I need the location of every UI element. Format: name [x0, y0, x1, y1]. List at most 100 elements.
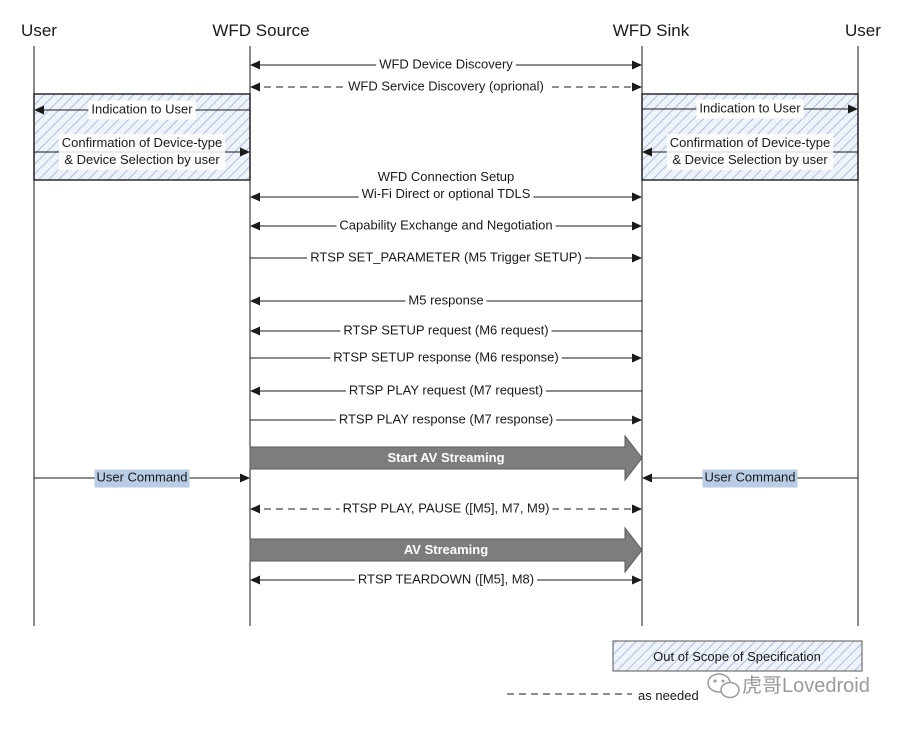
message-indication-right: Indication to User	[642, 99, 858, 119]
message-label-text: Capability Exchange and Negotiation	[339, 218, 552, 233]
label-mask	[307, 248, 585, 268]
arrowhead	[250, 504, 260, 514]
message-label-text: User Command	[704, 470, 795, 485]
message-label-text: WFD Device Discovery	[379, 57, 513, 72]
arrowhead	[632, 221, 642, 231]
watermark: 虎哥Lovedroid	[707, 673, 870, 699]
message-label-text: Indication to User	[91, 102, 193, 117]
participant-user-right: User	[845, 21, 881, 40]
message-label-setup-response: RTSP SETUP response (M6 response)	[330, 348, 562, 368]
message-label-confirm-left: Confirmation of Device-type& Device Sele…	[58, 134, 226, 170]
message-label-text: Wi-Fi Direct or optional TDLS	[362, 186, 531, 201]
arrowhead	[632, 82, 642, 92]
message-label-text: Confirmation of Device-type	[670, 135, 830, 150]
message-label-indication-right: Indication to User	[696, 99, 804, 119]
arrowhead	[632, 575, 642, 585]
label-mask	[330, 348, 562, 368]
message-device-discovery: WFD Device Discovery	[250, 55, 642, 75]
message-label-teardown: RTSP TEARDOWN ([M5], M8)	[354, 570, 538, 590]
arrowhead	[250, 296, 260, 306]
message-play-pause: RTSP PLAY, PAUSE ([M5], M7, M9)	[250, 499, 642, 519]
watermark-text: 虎哥Lovedroid	[742, 674, 870, 697]
legend: Out of Scope of Specification as needed	[507, 640, 863, 703]
label-mask	[358, 168, 534, 204]
label-mask	[335, 410, 557, 430]
label-mask	[696, 99, 804, 119]
arrowhead	[632, 504, 642, 514]
message-label-text: RTSP PLAY request (M7 request)	[349, 383, 543, 398]
message-label-play-request: RTSP PLAY request (M7 request)	[345, 381, 547, 401]
message-label-text: M5 response	[408, 293, 483, 308]
message-label-text: WFD Connection Setup	[378, 169, 515, 184]
message-label-capability-exchange: Capability Exchange and Negotiation	[336, 216, 556, 236]
label-mask	[354, 570, 538, 590]
message-indication-left: Indication to User	[34, 100, 250, 120]
arrowhead	[632, 253, 642, 263]
message-label-text: RTSP TEARDOWN ([M5], M8)	[358, 572, 534, 587]
band-start-av-streaming: Start AV Streaming	[249, 434, 643, 482]
message-label-text: RTSP PLAY, PAUSE ([M5], M7, M9)	[343, 501, 550, 516]
message-confirm-left: Confirmation of Device-type& Device Sele…	[34, 134, 250, 170]
label-mask	[340, 321, 552, 341]
message-play-response: RTSP PLAY response (M7 response)	[250, 410, 642, 430]
message-label-confirm-right: Confirmation of Device-type & Device Sele…	[666, 134, 834, 170]
message-label-text: Indication to User	[699, 101, 801, 116]
label-mask	[336, 216, 556, 236]
message-label-text: RTSP PLAY response (M7 response)	[339, 412, 553, 427]
message-label-text: RTSP SET_PARAMETER (M5 Trigger SETUP)	[310, 250, 582, 265]
message-label-text: WFD Service Discovery (oprional)	[348, 79, 544, 94]
label-mask	[88, 100, 196, 120]
message-label-text: & Device Selection by user	[672, 152, 828, 167]
message-label-m5-response: M5 response	[405, 291, 487, 311]
message-label-device-discovery: WFD Device Discovery	[376, 55, 516, 75]
arrowhead	[240, 473, 250, 483]
message-setup-response: RTSP SETUP response (M6 response)	[250, 348, 642, 368]
label-mask	[405, 291, 487, 311]
arrowhead	[848, 104, 858, 114]
message-label-setup-request: RTSP SETUP request (M6 request)	[340, 321, 552, 341]
label-highlight	[702, 469, 798, 488]
arrowhead	[250, 386, 260, 396]
arrowhead	[240, 147, 250, 157]
message-label-service-discovery: WFD Service Discovery (oprional)	[345, 77, 547, 97]
message-label-indication-left: Indication to User	[88, 100, 196, 120]
message-label-set-parameter: RTSP SET_PARAMETER (M5 Trigger SETUP)	[307, 248, 585, 268]
message-label-text: RTSP SETUP response (M6 response)	[333, 350, 558, 365]
participant-wfd-source: WFD Source	[212, 21, 309, 40]
arrowhead	[250, 192, 260, 202]
message-capability-exchange: Capability Exchange and Negotiation	[250, 216, 642, 236]
message-label-text: User Command	[96, 470, 187, 485]
message-teardown: RTSP TEARDOWN ([M5], M8)	[250, 570, 642, 590]
message-confirm-right: Confirmation of Device-type & Device Sele…	[642, 134, 858, 170]
wechat-icon	[707, 673, 740, 699]
arrowhead	[250, 60, 260, 70]
arrowhead	[632, 60, 642, 70]
label-highlight	[94, 469, 190, 488]
label-mask	[58, 134, 226, 170]
message-play-request: RTSP PLAY request (M7 request)	[250, 381, 642, 401]
message-set-parameter: RTSP SET_PARAMETER (M5 Trigger SETUP)	[250, 248, 642, 268]
message-setup-request: RTSP SETUP request (M6 request)	[250, 321, 642, 341]
arrowhead	[250, 221, 260, 231]
message-service-discovery: WFD Service Discovery (oprional)	[250, 77, 642, 97]
arrowhead	[642, 147, 652, 157]
message-label-play-response: RTSP PLAY response (M7 response)	[335, 410, 557, 430]
message-label-text: RTSP SETUP request (M6 request)	[343, 323, 548, 338]
message-user-command-left: User Command	[34, 469, 250, 488]
arrowhead	[34, 105, 44, 115]
label-mask	[376, 55, 516, 75]
label-mask	[345, 381, 547, 401]
arrowhead	[250, 575, 260, 585]
participant-user-left: User	[21, 21, 57, 40]
legend-out-of-scope-label: Out of Scope of Specification	[653, 649, 821, 664]
message-label-play-pause: RTSP PLAY, PAUSE ([M5], M7, M9)	[339, 499, 553, 519]
legend-as-needed-label: as needed	[638, 688, 699, 703]
legend-out-of-scope-swatch	[612, 640, 863, 672]
band-av-streaming: AV Streaming	[249, 526, 643, 574]
band-label-start-av-streaming: Start AV Streaming	[387, 450, 504, 465]
